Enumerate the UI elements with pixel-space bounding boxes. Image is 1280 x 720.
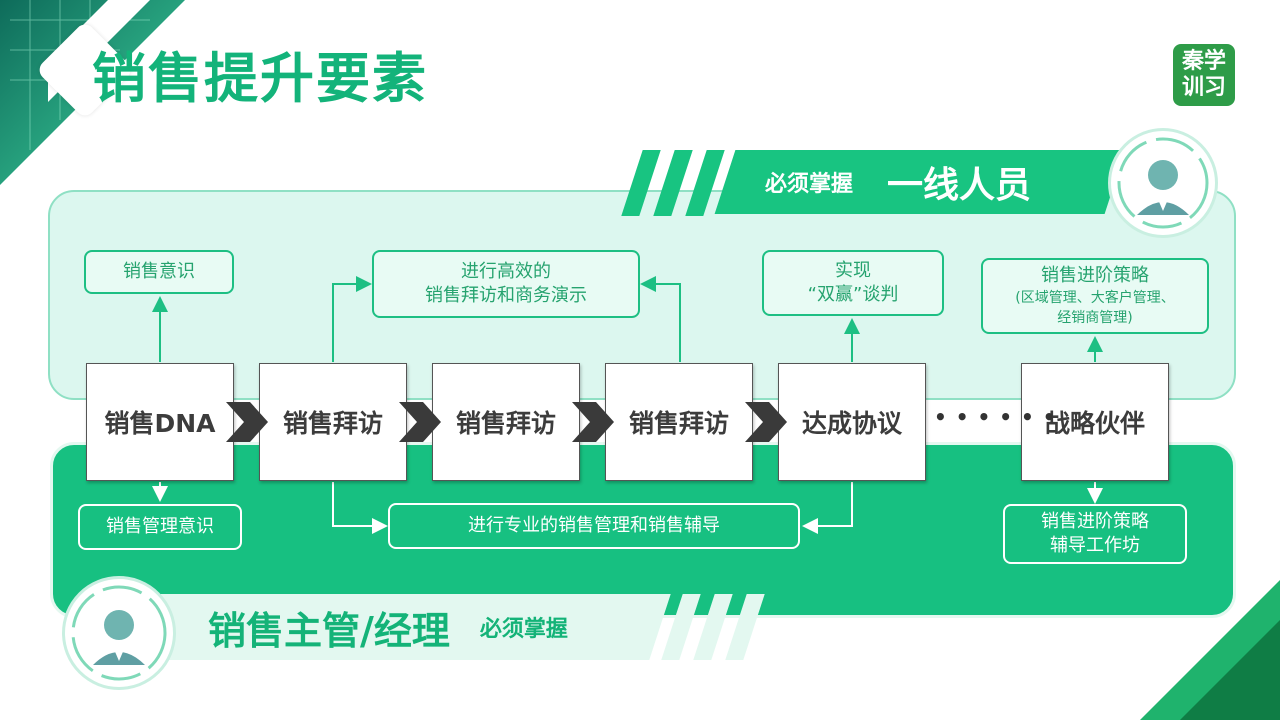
advanced-strategy-line-2: (区域管理、大客户管理、: [1015, 290, 1175, 306]
stage-label: 销售拜访: [628, 409, 729, 438]
workshop-line-2: 辅导工作坊: [1050, 535, 1140, 556]
stage-sales-dna: 销售DNA: [86, 363, 234, 481]
efficient-visit-box: 进行高效的 销售拜访和商务演示: [372, 250, 640, 318]
coaching-box: 进行专业的销售管理和销售辅导: [388, 503, 800, 549]
stage-label: 销售DNA: [104, 409, 216, 438]
management-awareness-box: 销售管理意识: [78, 504, 242, 550]
efficient-visit-line-1: 进行高效的: [461, 261, 551, 282]
win-win-line-1: 实现: [835, 260, 871, 281]
workshop-box: 销售进阶策略 辅导工作坊: [1003, 504, 1187, 564]
continuation-dots: • • • • • •: [934, 405, 1057, 429]
chevron-arrow-icon: [399, 402, 441, 442]
workshop-line-1: 销售进阶策略: [1041, 511, 1149, 532]
chevron-arrow-icon: [226, 402, 268, 442]
stage-strategic-partner: 战略伙伴: [1021, 363, 1169, 481]
efficient-visit-line-2: 销售拜访和商务演示: [425, 285, 587, 306]
stage-label: 销售拜访: [455, 409, 556, 438]
advanced-strategy-line-3: 经销商管理): [1057, 310, 1133, 326]
management-awareness-label: 销售管理意识: [106, 516, 214, 537]
logo-line-1: 秦学: [1181, 49, 1226, 74]
coaching-label: 进行专业的销售管理和销售辅导: [468, 515, 720, 536]
advanced-strategy-line-1: 销售进阶策略: [1041, 265, 1149, 286]
logo-line-2: 训习: [1181, 75, 1226, 100]
stage-sales-visit-1: 销售拜访: [259, 363, 407, 481]
manager-banner-text: 销售主管/经理 必须掌握: [208, 594, 568, 660]
sales-awareness-label: 销售意识: [123, 261, 195, 282]
frontline-avatar-icon: [1108, 128, 1218, 238]
sales-awareness-box: 销售意识: [84, 250, 234, 294]
frontline-banner-text: 必须掌握 一线人员: [765, 154, 1031, 210]
win-win-line-2: “双赢”谈判: [807, 284, 899, 305]
manager-banner-big: 销售主管/经理: [208, 608, 450, 653]
frontline-banner-big: 一线人员: [887, 165, 1032, 206]
stage-label: 战略伙伴: [1044, 409, 1145, 438]
stage-agreement: 达成协议: [778, 363, 926, 481]
brand-logo: 秦学 训习: [1173, 44, 1235, 106]
win-win-box: 实现 “双赢”谈判: [762, 250, 944, 316]
corner-decoration-bottom-right: [1140, 580, 1280, 720]
stage-sales-visit-3: 销售拜访: [605, 363, 753, 481]
stage-label: 达成协议: [801, 409, 902, 438]
manager-avatar-icon: [62, 576, 176, 690]
frontline-banner-small: 必须掌握: [765, 172, 854, 197]
stage-label: 销售拜访: [282, 409, 383, 438]
chevron-arrow-icon: [572, 402, 614, 442]
advanced-strategy-box: 销售进阶策略 (区域管理、大客户管理、 经销商管理): [981, 258, 1209, 334]
stage-sales-visit-2: 销售拜访: [432, 363, 580, 481]
page-title: 销售提升要素: [92, 47, 428, 110]
chevron-arrow-icon: [745, 402, 787, 442]
manager-banner-small: 必须掌握: [479, 617, 568, 642]
